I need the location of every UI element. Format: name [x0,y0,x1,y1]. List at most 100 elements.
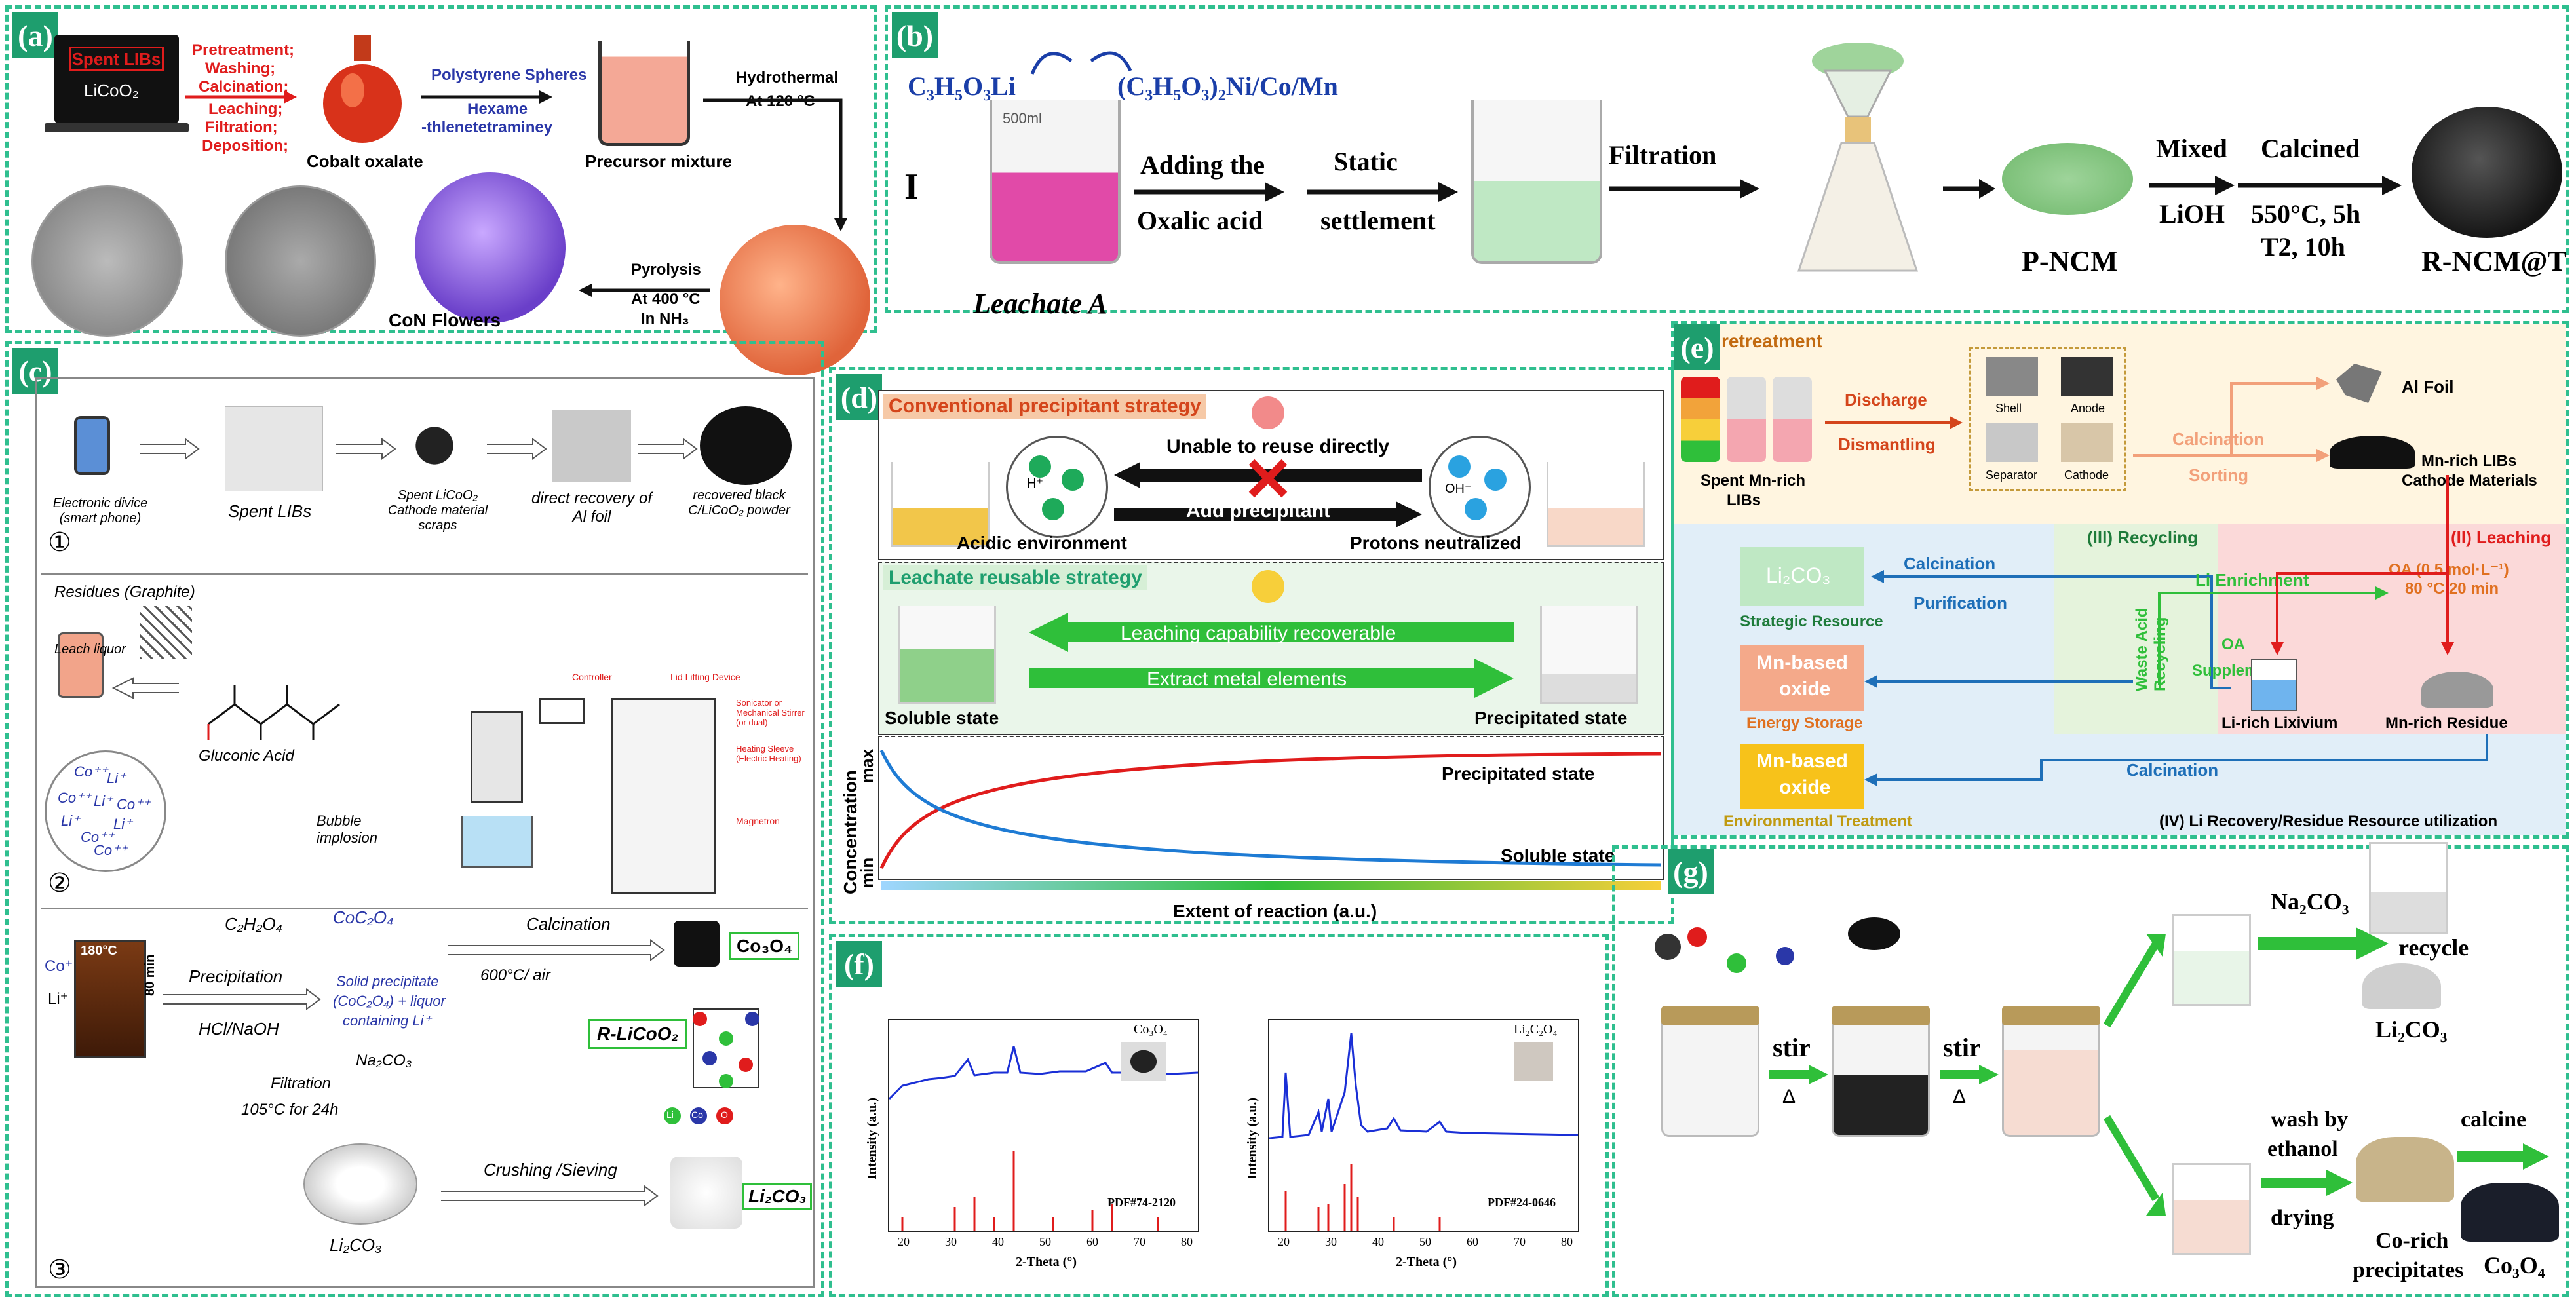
corich-1: Co-rich [2375,1229,2449,1253]
beaker-leachate [990,100,1121,264]
ion-6: Li⁺ [61,813,80,829]
step-static: Static [1334,147,1398,176]
panel-d-label: (d) [836,374,882,420]
separator-icon [1986,423,2038,462]
xrd-left-frame [888,1019,1199,1232]
atom-li-label: Li [666,1109,674,1120]
ion-1: Co⁺⁺ [74,763,108,780]
beaker-volume: 500ml [1003,110,1042,126]
arrow-c2 [336,438,396,460]
ion-8: Li⁺ [113,816,132,832]
scraps-image [402,413,467,478]
arrow-b4 [1943,179,1995,199]
leach-flask [58,632,104,698]
xrd-right-xlabel: 2-Theta (°) [1396,1255,1457,1269]
hydrothermal-label: Hydrothermal [736,69,839,86]
xrd-left-tick-30: 30 [945,1235,957,1248]
polystyrene-label: Polystyrene Spheres [431,66,587,84]
arrow-e6 [1864,675,2133,688]
calcination-label-e: Calcination [2172,429,2265,449]
step-deposition: Deposition; [202,137,288,155]
molecule-3 [1727,953,1746,973]
crushing-label: Crushing /Sieving [484,1160,617,1179]
oa-cond-2: 80 °C 20 min [2405,580,2499,598]
leach-cap-label: Leaching capability recoverable [1121,622,1396,644]
item-al-foil: direct recovery of Al foil [531,489,653,526]
shell-icon [1986,357,2038,396]
strategic-label: Strategic Resource [1740,613,1883,630]
co3o4-pile [2461,1183,2559,1242]
black-powder-image [700,406,792,485]
happy-face [1252,570,1284,603]
ion-circle [45,750,166,872]
calcined-label: Calcined [2261,134,2360,163]
arrow-g3 [2258,927,2389,960]
gluconic-label: Gluconic Acid [199,747,294,765]
xrd-right-pattern [1269,1033,1579,1231]
solid-3: containing Li⁺ [343,1012,432,1029]
number-3: ③ [48,1255,71,1284]
atom-o [716,1107,733,1124]
arrow-b1 [1134,182,1284,202]
cathode-label: Cathode [2064,469,2109,482]
step-washing: Washing; [205,60,276,77]
wash-1: wash by [2271,1107,2349,1132]
solid-1: Solid precipitate [336,973,439,989]
graphite-mesh [140,606,192,659]
h-ion-label-1: H⁺ [1027,476,1043,491]
lixivium-beaker [2251,659,2297,711]
xrd-left-xlabel: 2-Theta (°) [1016,1255,1077,1269]
concentration-curves [879,749,1662,870]
arrow-c6 [163,988,321,1010]
ion-9: Co⁺⁺ [94,842,128,858]
xrd-right-pdf: PDF#24-0646 [1488,1196,1556,1209]
panel-d: (d) Conventional precipitant strategy Un… [829,367,1674,924]
cond-2: T2, 10h [2261,232,2345,261]
soluble-beaker [898,606,996,704]
na2co3-label-g: Na₂CO₃ [2271,889,2349,915]
shell-label: Shell [1995,402,2022,415]
arrow-g2 [1940,1065,1999,1084]
hcl-naoh-label: HCl/NaOH [199,1019,279,1039]
li2co3-dish [303,1143,417,1225]
filtration-label: Filtration [271,1075,332,1092]
pncm-label: P-NCM [2022,245,2118,277]
conv-title: Conventional precipitant strategy [883,394,1206,419]
soluble-label: Soluble state [885,708,999,728]
xrd-left-pattern [888,1046,1199,1231]
precip-beaker [1540,606,1638,704]
xrd-right-inset [1514,1042,1553,1081]
arrow-b2 [1307,182,1458,202]
xrd-right-tick-40: 40 [1372,1235,1384,1248]
na2co3-label: Na₂CO₃ [356,1052,412,1069]
arrow-e7 [1864,734,2488,786]
smartphone-icon [74,416,110,475]
energy-label: Energy Storage [1746,714,1863,732]
arrow-d-extract [1029,659,1514,698]
gradient-bar [881,881,1661,890]
drying-label: drying [2271,1206,2334,1230]
mnres-label: Mn-rich Residue [2385,714,2508,732]
arrow-e2 [2133,377,2330,462]
mn-oxide-1b: oxide [1779,678,1831,700]
co3o4-label-g: Co₃O₄ [2484,1252,2545,1278]
residues-label: Residues (Graphite) [54,583,195,601]
precursor-label: Precursor mixture [585,151,732,171]
laptop-screen-label: Spent LIBs [69,47,164,71]
xrd-right-tick-30: 30 [1325,1235,1337,1248]
calcination-label: Calcination [526,914,611,934]
battery-2 [1727,377,1766,462]
oh-ion-label-1: OH⁻ [1445,482,1472,496]
filtration-cond: 105°C for 24h [241,1101,339,1119]
curve-precip-label: Precipitated state [1442,763,1595,784]
calc2-label: Calcination [1904,554,1996,573]
stir-2-label: stir [1943,1033,1981,1062]
hexa-label-1: Hexame [467,100,528,118]
xrd-right-tick-20: 20 [1278,1235,1290,1248]
pyrolysis-label: Pyrolysis [631,261,701,278]
step-leaching: Leaching; [208,100,283,118]
panel-c-frame [35,377,815,1288]
filtration-label: Filtration [1609,140,1717,170]
arrow-c1 [140,438,200,460]
con-flowers-label: CoN Flowers [389,310,501,330]
